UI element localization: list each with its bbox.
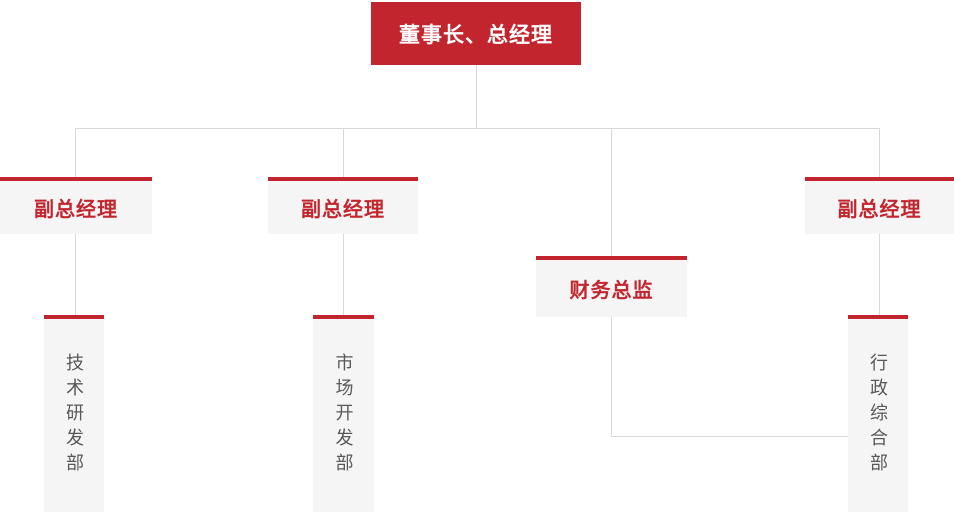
connector-drop-vp-right [879,128,880,177]
node-label: 副总经理 [301,199,385,221]
node-chairman-general-manager: 董事长、总经理 [371,2,581,65]
connector-root-stem [476,65,477,128]
node-dept-admin-general: 行政综合部 [848,315,908,512]
connector-drop-vp-left [75,128,76,177]
node-dept-market-dev: 市场开发部 [313,315,374,512]
node-deputy-gm-left: 副总经理 [0,177,152,234]
connector-cfo-elbow-horizontal [611,436,848,437]
connector-drop-cfo [611,128,612,256]
connector-cfo-elbow-vertical [611,317,612,436]
connector-main-horizontal [75,128,880,129]
node-label: 技术研发部 [64,353,84,478]
node-dept-tech-rnd: 技术研发部 [44,315,104,512]
node-finance-director: 财务总监 [536,256,687,317]
node-label: 行政综合部 [868,353,888,478]
connector-vp-right-to-dept [879,234,880,315]
connector-vp-left-to-dept [75,234,76,315]
node-label: 董事长、总经理 [399,23,553,47]
node-deputy-gm-right: 副总经理 [805,177,954,234]
node-label: 市场开发部 [333,353,354,478]
node-deputy-gm-middle: 副总经理 [268,177,418,234]
node-label: 副总经理 [837,199,922,221]
connector-vp-mid-to-dept [343,234,344,315]
connector-drop-vp-mid [343,128,344,177]
node-label: 财务总监 [569,280,654,302]
node-label: 副总经理 [34,199,118,221]
